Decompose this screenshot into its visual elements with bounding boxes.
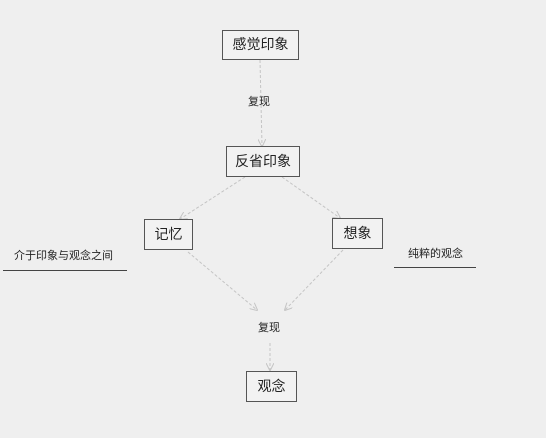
- edge-label-reproduce-bottom: 复现: [258, 321, 280, 334]
- node-idea: 观念: [246, 371, 297, 402]
- arrow-reflection-to-imagination: [281, 176, 340, 218]
- annotation-underline-left: [3, 270, 127, 271]
- node-imagination: 想象: [332, 218, 383, 249]
- node-memory-label: 记忆: [154, 226, 183, 243]
- node-idea-label: 观念: [257, 378, 286, 395]
- node-sense-impression: 感觉印象: [222, 30, 299, 60]
- annotation-between-impression-and-idea: 介于印象与观念之间: [14, 249, 113, 262]
- edge-label-reproduce-top: 复现: [248, 95, 270, 108]
- arrow-sense-to-reflection: [260, 59, 262, 146]
- annotation-pure-idea: 纯粹的观念: [408, 247, 463, 260]
- arrow-imagination-to-convergence: [285, 249, 344, 310]
- node-imagination-label: 想象: [343, 225, 372, 242]
- node-reflection-impression: 反省印象: [226, 146, 300, 177]
- annotation-underline-right: [394, 267, 476, 268]
- node-reflection-impression-label: 反省印象: [235, 153, 291, 170]
- node-memory: 记忆: [144, 219, 193, 250]
- arrow-memory-to-convergence: [187, 251, 257, 310]
- arrow-reflection-to-memory: [180, 176, 246, 219]
- node-sense-impression-label: 感觉印象: [232, 37, 289, 53]
